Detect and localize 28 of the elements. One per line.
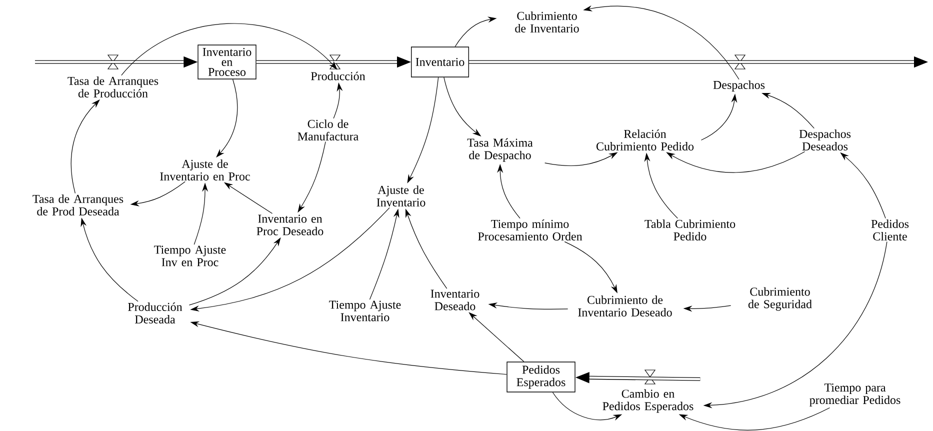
- variable-label: Tabla Cubrimiento Pedido: [644, 220, 736, 240]
- stock-box: Pedidos Esperados: [506, 362, 576, 392]
- variable-label: Tasa Máxima de Despacho: [467, 138, 533, 162]
- stock-box: Inventario en Proceso: [198, 44, 256, 80]
- variable-label: Ciclo de Manufactura: [298, 120, 358, 140]
- flow-rate-label: Cambio en Pedidos Esperados: [602, 389, 694, 413]
- variable-label: Cubrimiento de Inventario Deseado: [578, 296, 672, 316]
- flow-rate-label: Producción: [311, 72, 366, 80]
- variable-label: Cubrimiento de Inventario: [515, 12, 579, 32]
- stock-box: Inventario: [411, 46, 470, 78]
- variable-label: Producción Deseada: [128, 302, 182, 324]
- variable-label: Tiempo para promediar Pedidos: [810, 384, 900, 406]
- variable-label: Pedidos Cliente: [871, 220, 909, 240]
- variable-label: Tasa de Arranques de Prod Deseada: [32, 194, 124, 216]
- variable-label: Inventario en Proc Deseado: [256, 214, 324, 236]
- arrow: [121, 23, 338, 76]
- flow-rate-label: Despachos: [713, 80, 765, 92]
- arrow: [468, 312, 524, 362]
- variable-label: Tiempo Ajuste Inv en Proc: [154, 246, 226, 266]
- variable-label: Ajuste de Inventario: [376, 186, 426, 206]
- flow-rate-label: Tasa de Arranques de Producción: [68, 76, 158, 98]
- variable-label: Relación Cubrimiento Pedido: [596, 130, 694, 150]
- variable-label: Cubrimiento de Seguridad: [748, 287, 812, 311]
- variable-label: Tiempo mínimo Procesamiento Orden: [478, 220, 582, 240]
- variable-label: Despachos Deseados: [799, 130, 851, 150]
- variable-label: Ajuste de Inventario en Proc: [160, 160, 250, 180]
- variable-label: Tiempo Ajuste Inventario: [329, 300, 401, 322]
- variable-label: Inventario Deseado: [430, 290, 480, 310]
